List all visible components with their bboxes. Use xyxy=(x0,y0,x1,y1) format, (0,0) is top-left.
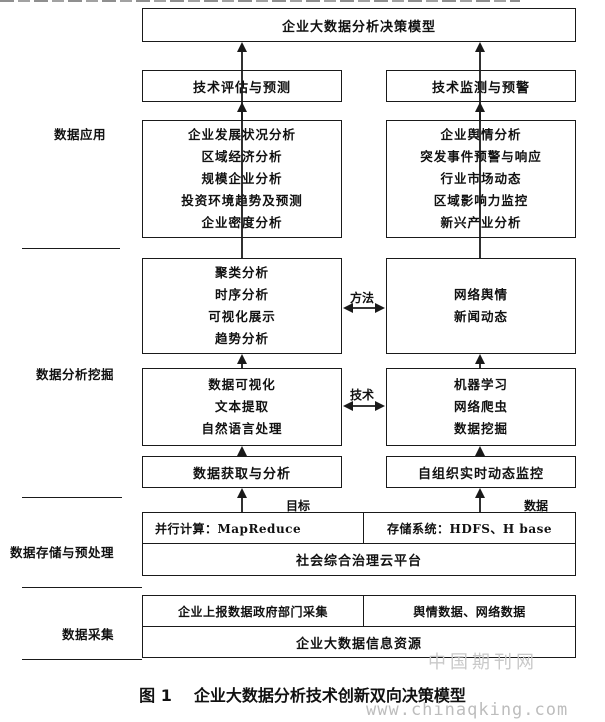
data-acquisition-box: 数据获取与分析 xyxy=(142,456,342,488)
link-label-target: 目标 xyxy=(286,499,311,513)
ml-tech-item: 数据挖掘 xyxy=(453,421,508,436)
watermark-url: www.chinaqking.com xyxy=(366,700,569,720)
network-method-item: 网络舆情 xyxy=(453,287,508,302)
figure-caption: 图 1 企业大数据分析技术创新双向决策模型 xyxy=(0,682,605,706)
layer-divider xyxy=(22,248,120,249)
method-item: 可视化展示 xyxy=(208,309,276,324)
sentiment-analysis-box: 企业舆情分析 突发事件预警与响应 行业市场动态 区域影响力监控 新兴产业分析 xyxy=(386,120,576,238)
data-tech-box: 数据可视化 文本提取 自然语言处理 xyxy=(142,368,342,446)
analysis-methods-box: 聚类分析 时序分析 可视化展示 趋势分析 xyxy=(142,258,342,354)
layer-label-application: 数据应用 xyxy=(54,127,107,142)
layer-label-collection: 数据采集 xyxy=(62,627,115,642)
decision-model-box: 企业大数据分析决策模型 xyxy=(142,8,576,42)
method-item: 聚类分析 xyxy=(214,265,269,280)
tech-item: 文本提取 xyxy=(214,399,269,414)
network-method-item: 新闻动态 xyxy=(453,309,508,324)
watermark-cn: 中国期刊网 xyxy=(428,652,538,673)
layer-divider xyxy=(22,659,142,660)
parallel-compute-box: 并行计算：MapReduce xyxy=(142,512,364,544)
layer-label-mining: 数据分析挖掘 xyxy=(36,367,115,382)
tech-item: 自然语言处理 xyxy=(201,421,283,436)
link-label-tech: 技术 xyxy=(350,388,375,402)
cloud-platform-box: 社会综合治理云平台 xyxy=(142,543,576,576)
layer-divider xyxy=(22,497,122,498)
tech-item: 数据可视化 xyxy=(208,377,276,392)
data-resource-box: 企业大数据信息资源 xyxy=(142,626,576,658)
link-label-data: 数据 xyxy=(524,499,549,513)
sentiment-data-box: 舆情数据、网络数据 xyxy=(363,595,576,627)
realtime-monitor-box: 自组织实时动态监控 xyxy=(386,456,576,488)
layer-divider xyxy=(22,587,142,588)
method-item: 时序分析 xyxy=(214,287,269,302)
method-item: 趋势分析 xyxy=(214,331,269,346)
ml-tech-box: 机器学习 网络爬虫 数据挖掘 xyxy=(386,368,576,446)
figure-number: 图 1 xyxy=(139,686,172,705)
figure-title: 企业大数据分析技术创新双向决策模型 xyxy=(193,686,466,705)
ml-tech-item: 机器学习 xyxy=(453,377,508,392)
cropped-header-text xyxy=(0,0,520,2)
storage-system-box: 存储系统：HDFS、H base xyxy=(363,512,576,544)
layer-label-storage: 数据存储与预处理 xyxy=(10,545,115,560)
ml-tech-item: 网络爬虫 xyxy=(453,399,508,414)
network-methods-box: 网络舆情 新闻动态 xyxy=(386,258,576,354)
link-label-method: 方法 xyxy=(350,291,375,305)
